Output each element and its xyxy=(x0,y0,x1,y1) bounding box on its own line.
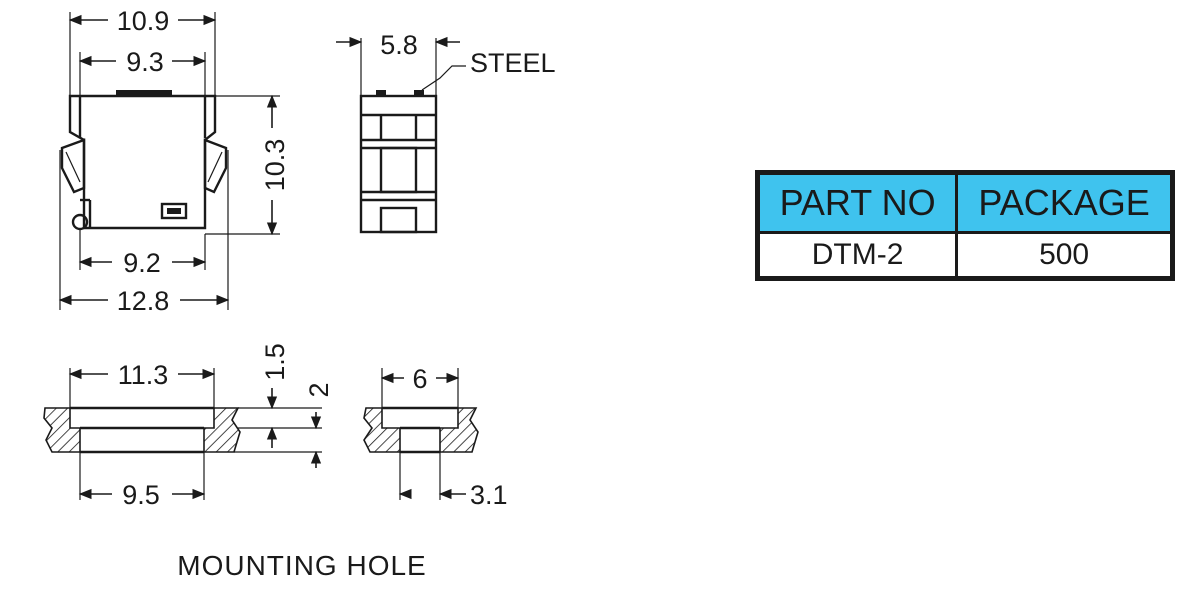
table-row: DTM-2 500 xyxy=(755,231,1174,280)
dim-side-width: 5.8 xyxy=(380,30,418,60)
dim-hole-total: 2 xyxy=(304,382,334,397)
dim-hole-top-width: 11.3 xyxy=(118,360,169,390)
mounting-hole-side: 6 3.1 xyxy=(363,364,508,510)
header-part-no: PART NO xyxy=(755,171,959,234)
dim-front-total-width: 12.8 xyxy=(117,286,170,316)
mounting-hole-caption: MOUNTING HOLE xyxy=(177,550,426,581)
table-header-row: PART NO PACKAGE xyxy=(755,171,1174,234)
dim-hole-step: 1.5 xyxy=(260,343,290,381)
mounting-hole-front: 11.3 1.5 2 9.5 xyxy=(43,343,334,510)
spec-table: PART NO PACKAGE DTM-2 500 xyxy=(755,170,1175,281)
dim-hole-side-width: 6 xyxy=(412,364,427,394)
cell-part-no: DTM-2 xyxy=(755,231,959,280)
header-package: PACKAGE xyxy=(955,171,1174,234)
steel-label: STEEL xyxy=(470,48,556,78)
cell-package: 500 xyxy=(955,231,1174,280)
dim-hole-side-bottom: 3.1 xyxy=(470,480,508,510)
dim-front-inner-width: 9.3 xyxy=(126,47,164,77)
dim-hole-bottom-width: 9.5 xyxy=(122,480,160,510)
side-view: 5.8 STEEL xyxy=(336,30,556,234)
dim-front-outer-width: 10.9 xyxy=(117,6,170,36)
dim-front-bottom-width: 9.2 xyxy=(123,248,161,278)
dim-front-height: 10.3 xyxy=(260,139,290,192)
front-view: 10.9 9.3 10.3 9.2 xyxy=(58,6,290,316)
